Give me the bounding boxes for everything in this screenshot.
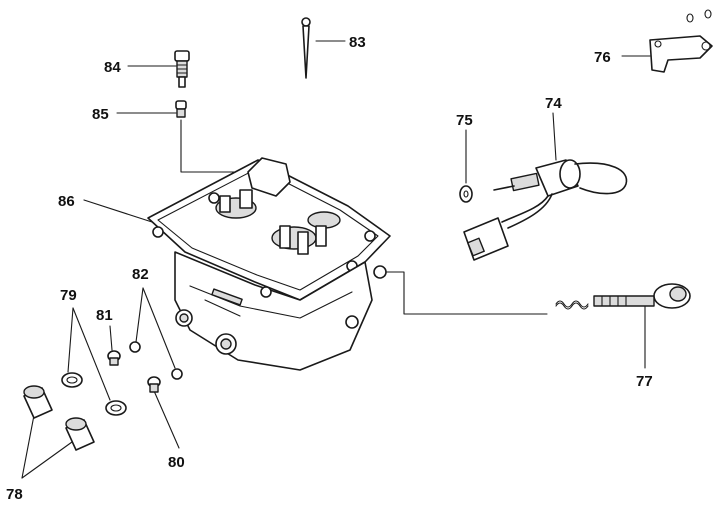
leader-74 bbox=[552, 112, 557, 161]
part-82-orings bbox=[129, 341, 183, 380]
callout-75: 75 bbox=[456, 112, 473, 129]
part-75-washer bbox=[459, 185, 473, 203]
callout-82: 82 bbox=[132, 266, 149, 283]
callout-81: 81 bbox=[96, 307, 113, 324]
part-86-carburetor-body bbox=[147, 157, 391, 371]
leader-lines bbox=[21, 40, 651, 479]
leader-81 bbox=[109, 325, 113, 351]
part-85-fitting bbox=[175, 100, 187, 118]
leader-79b bbox=[72, 307, 111, 401]
leader-82a bbox=[135, 287, 144, 343]
part-74-solenoid bbox=[463, 159, 628, 261]
callout-76: 76 bbox=[594, 49, 611, 66]
callout-83: 83 bbox=[349, 34, 366, 51]
part-80-screw bbox=[147, 376, 161, 393]
part-81-jet bbox=[107, 350, 121, 366]
leader-78a bbox=[21, 409, 36, 479]
part-79-rings bbox=[61, 372, 127, 416]
callout-77: 77 bbox=[636, 373, 653, 390]
part-76-bracket bbox=[649, 9, 713, 73]
callout-85: 85 bbox=[92, 106, 109, 123]
part-84-screw bbox=[174, 50, 190, 88]
part-83-pin bbox=[301, 17, 311, 79]
leader-78b bbox=[21, 441, 73, 479]
callout-84: 84 bbox=[104, 59, 121, 76]
callout-80: 80 bbox=[168, 454, 185, 471]
callout-79: 79 bbox=[60, 287, 77, 304]
callout-78: 78 bbox=[6, 486, 23, 503]
leader-86 bbox=[83, 199, 153, 223]
callout-86: 86 bbox=[58, 193, 75, 210]
leader-82b bbox=[142, 287, 176, 369]
leader-80 bbox=[150, 383, 180, 449]
leader-77-to-body bbox=[379, 271, 548, 315]
leader-79a bbox=[67, 307, 74, 373]
part-77-adjust-screw bbox=[555, 283, 691, 310]
part-78-plugs bbox=[23, 385, 95, 451]
callout-74: 74 bbox=[545, 95, 562, 112]
